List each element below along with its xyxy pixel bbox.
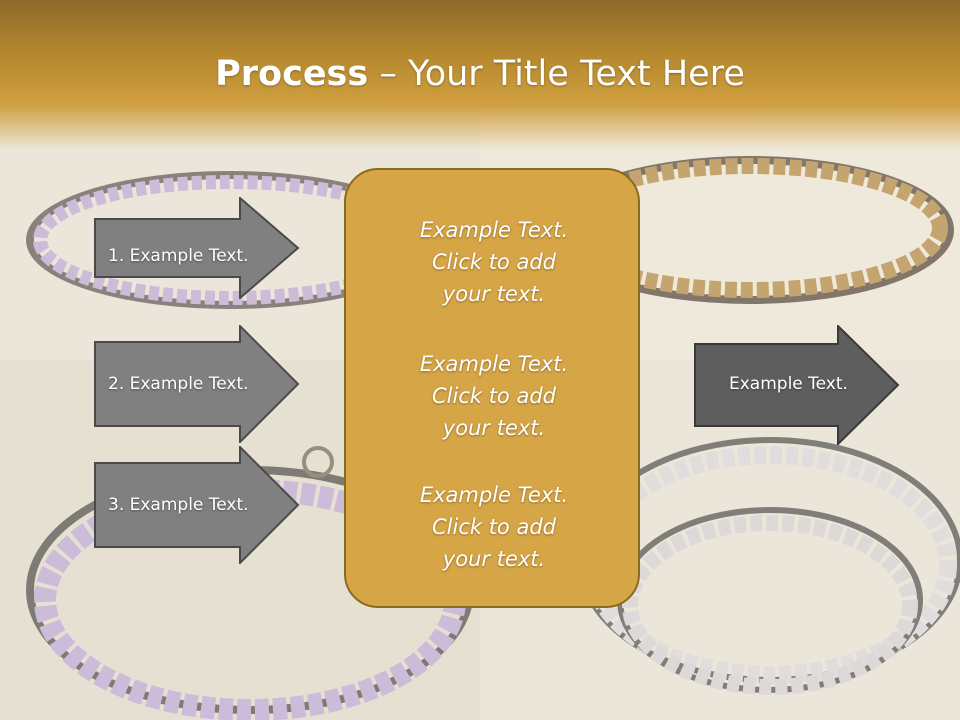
center-text-line: Example Text. bbox=[419, 218, 569, 242]
center-text-line: Click to add bbox=[431, 384, 556, 408]
center-text-line: your text. bbox=[442, 547, 546, 571]
left-arrow-2-label: 2. Example Text. bbox=[108, 374, 249, 394]
title-bold: Process bbox=[215, 54, 369, 94]
center-text-line: Example Text. bbox=[419, 352, 569, 376]
center-text-block-2[interactable]: Example Text. Click to add your text. bbox=[346, 348, 642, 444]
left-arrow-1[interactable] bbox=[94, 197, 300, 299]
left-arrow-3-label: 3. Example Text. bbox=[108, 495, 249, 515]
right-arrow[interactable] bbox=[694, 325, 900, 445]
slide-title[interactable]: Process – Your Title Text Here bbox=[0, 52, 960, 96]
left-arrow-3[interactable] bbox=[94, 446, 300, 564]
title-bar bbox=[0, 0, 960, 150]
right-arrow-label: Example Text. bbox=[729, 374, 848, 394]
center-text-line: your text. bbox=[442, 416, 546, 440]
title-rest: – Your Title Text Here bbox=[368, 54, 745, 94]
center-text-line: Click to add bbox=[431, 250, 556, 274]
center-content-box[interactable]: Example Text. Click to add your text. Ex… bbox=[344, 168, 640, 608]
left-arrow-2[interactable] bbox=[94, 325, 300, 443]
left-arrow-1-label: 1. Example Text. bbox=[108, 246, 249, 266]
center-text-block-1[interactable]: Example Text. Click to add your text. bbox=[346, 214, 642, 310]
center-text-line: Click to add bbox=[431, 515, 556, 539]
center-text-line: your text. bbox=[442, 282, 546, 306]
center-text-block-3[interactable]: Example Text. Click to add your text. bbox=[346, 479, 642, 575]
center-text-line: Example Text. bbox=[419, 483, 569, 507]
